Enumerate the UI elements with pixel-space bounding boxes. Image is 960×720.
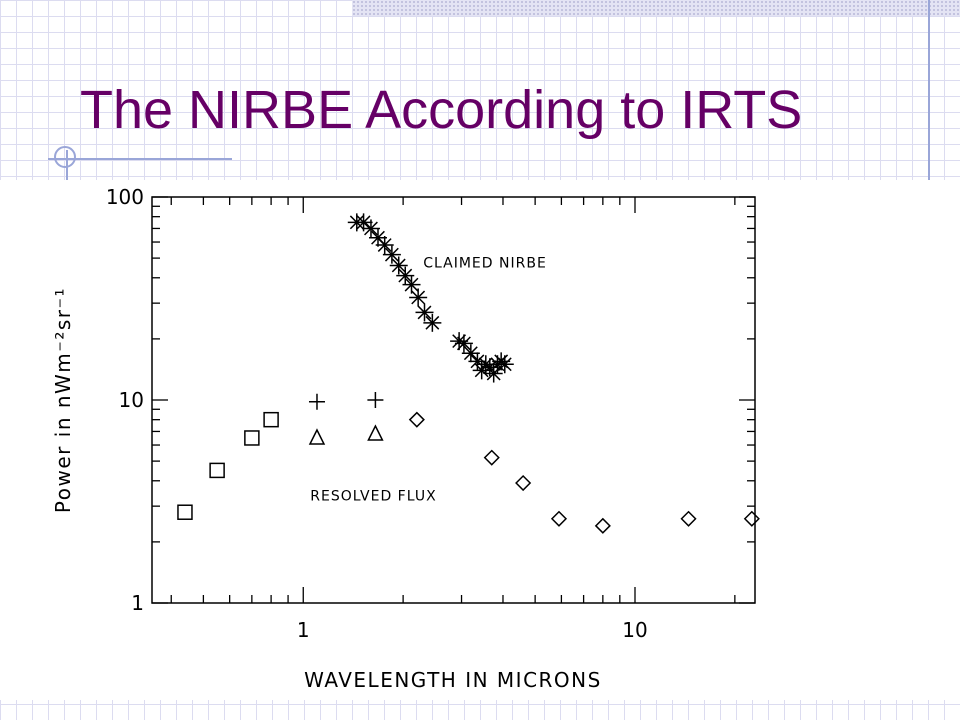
chart-annotation: RESOLVED FLUX: [310, 488, 436, 504]
y-tick-label: 100: [106, 185, 144, 209]
decor-vertical-line: [928, 0, 930, 248]
diamond-point: [550, 510, 568, 527]
asterisk-point: [423, 313, 442, 332]
y-tick-label: 1: [131, 591, 144, 615]
chart-container: 1 10 1 10 100 WAVELENGTH IN MICRONS Power in…: [0, 180, 960, 700]
square-point: [209, 462, 225, 479]
square-point: [263, 411, 279, 428]
diamond-point: [515, 474, 532, 492]
asterisk-point: [389, 256, 408, 275]
triangle-point: [308, 428, 326, 445]
axis-ticks: [152, 196, 755, 604]
asterisk-point: [402, 275, 421, 294]
top-decor-band: [352, 0, 960, 16]
data-marks: [177, 213, 760, 534]
triangle-point: [367, 424, 384, 441]
diamond-point: [594, 517, 611, 534]
square-point: [177, 504, 193, 520]
chart-annotation: CLAIMED NIRBE: [423, 255, 547, 271]
diamond-point: [483, 449, 500, 466]
title-underline: [48, 158, 232, 160]
tick-labels: 1 10 1 10 100: [106, 185, 648, 642]
asterisk-point: [375, 236, 394, 255]
diamond-point: [408, 411, 425, 428]
annotations: CLAIMED NIRBE RESOLVED FLUX: [310, 255, 547, 504]
asterisk-point: [382, 245, 401, 264]
y-tick-label: 10: [119, 388, 144, 412]
asterisk-point: [354, 213, 373, 232]
x-tick-label: 1: [297, 618, 310, 642]
asterisk-point: [461, 344, 480, 363]
nirbe-chart: 1 10 1 10 100 WAVELENGTH IN MICRONS Power in…: [51, 185, 760, 692]
diamond-point: [743, 510, 760, 527]
x-axis-label: WAVELENGTH IN MICRONS: [304, 668, 602, 692]
square-point: [244, 430, 260, 446]
asterisk-point: [415, 303, 434, 322]
plus-point: [308, 393, 325, 410]
asterisk-point: [396, 266, 415, 285]
decor-circle: [54, 146, 76, 168]
asterisk-point: [495, 355, 514, 374]
asterisk-point: [361, 219, 380, 238]
x-tick-label: 10: [622, 618, 647, 642]
slide-title: The NIRBE According to IRTS: [80, 80, 803, 140]
asterisk-point: [454, 334, 473, 353]
diamond-point: [680, 510, 697, 527]
asterisk-point: [409, 288, 428, 307]
y-axis-label: Power in nWm⁻²sr⁻¹: [51, 287, 75, 513]
plus-point: [367, 392, 384, 408]
